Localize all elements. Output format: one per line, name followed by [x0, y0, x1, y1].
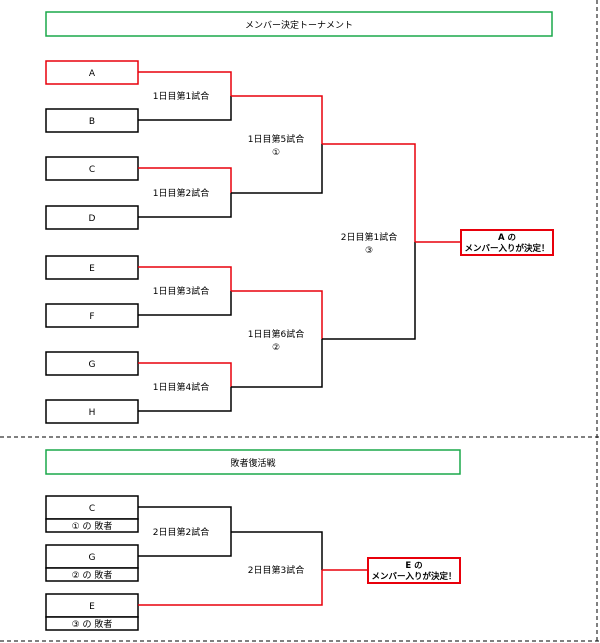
bracket-line-winner: [231, 290, 323, 339]
match-label: 1日目第1試合: [153, 90, 209, 102]
bracket-line: [231, 531, 323, 570]
bracket-line-winner: [231, 95, 323, 144]
bracket-line: [231, 144, 323, 194]
match-label: 1日目第6試合: [248, 328, 304, 340]
bracket-line-winner: [138, 266, 232, 291]
match-label: 1日目第3試合: [153, 285, 209, 297]
bracket-line: [138, 387, 232, 412]
entrant-label: B: [89, 117, 95, 127]
entrant-label: E: [89, 264, 95, 274]
repechage-entrant-name: C: [89, 504, 95, 514]
final-match-label: 2日目第3試合: [248, 564, 304, 576]
repechage-entrant-sub: ① の 敗者: [72, 520, 113, 532]
bracket-line-winner: [322, 143, 416, 242]
bracket-line: [138, 532, 232, 557]
repechage-result-line2: メンバー入りが決定！: [371, 571, 456, 582]
repechage-entrant-sub: ③ の 敗者: [72, 618, 113, 630]
entrant-label: C: [89, 165, 95, 175]
final-match-label: 2日目第1試合: [341, 231, 397, 243]
repechage-entrant-name: E: [89, 602, 95, 612]
entrant-label: A: [89, 69, 96, 79]
match-label: 1日目第4試合: [153, 381, 209, 393]
tournament-title-box: [45, 11, 553, 37]
entrant-label: G: [89, 360, 96, 370]
tournament-title: メンバー決定トーナメント: [245, 19, 353, 31]
result-line2: メンバー入りが決定！: [464, 243, 549, 254]
bracket-line-winner: [138, 362, 232, 387]
match-label: 1日目第2試合: [153, 187, 209, 199]
result-box: [460, 229, 554, 256]
bracket-line: [231, 339, 323, 388]
bracket-line: [138, 96, 232, 121]
match-label: 1日目第5試合: [248, 133, 304, 145]
entrant-label: F: [89, 312, 94, 322]
match-label: 2日目第2試合: [153, 526, 209, 538]
repechage-entrant-sub-box: [45, 567, 139, 582]
bracket-line: [138, 193, 232, 218]
final-match-mark: ③: [365, 246, 373, 256]
entrant-label: H: [89, 408, 96, 418]
bracket-line-winner: [138, 570, 323, 606]
bracket-line: [322, 242, 416, 340]
bracket-line: [138, 291, 232, 316]
repechage-result-line1: E の: [405, 561, 422, 571]
repechage-entrant-name: G: [89, 553, 96, 563]
match-mark: ②: [272, 343, 280, 353]
repechage-entrant-sub-box: [45, 616, 139, 631]
bracket-line-winner: [138, 71, 232, 96]
entrant-label: D: [89, 214, 96, 224]
bracket-line-winner: [138, 167, 232, 193]
repechage-entrant-sub-box: [45, 518, 139, 533]
repechage-title: 敗者復活戦: [230, 457, 275, 469]
result-line1: A の: [498, 233, 516, 243]
repechage-title-box: [45, 449, 461, 475]
repechage-result-box: [367, 557, 461, 584]
match-mark: ①: [272, 148, 280, 158]
bracket-line: [138, 506, 232, 532]
repechage-entrant-sub: ② の 敗者: [72, 569, 113, 581]
